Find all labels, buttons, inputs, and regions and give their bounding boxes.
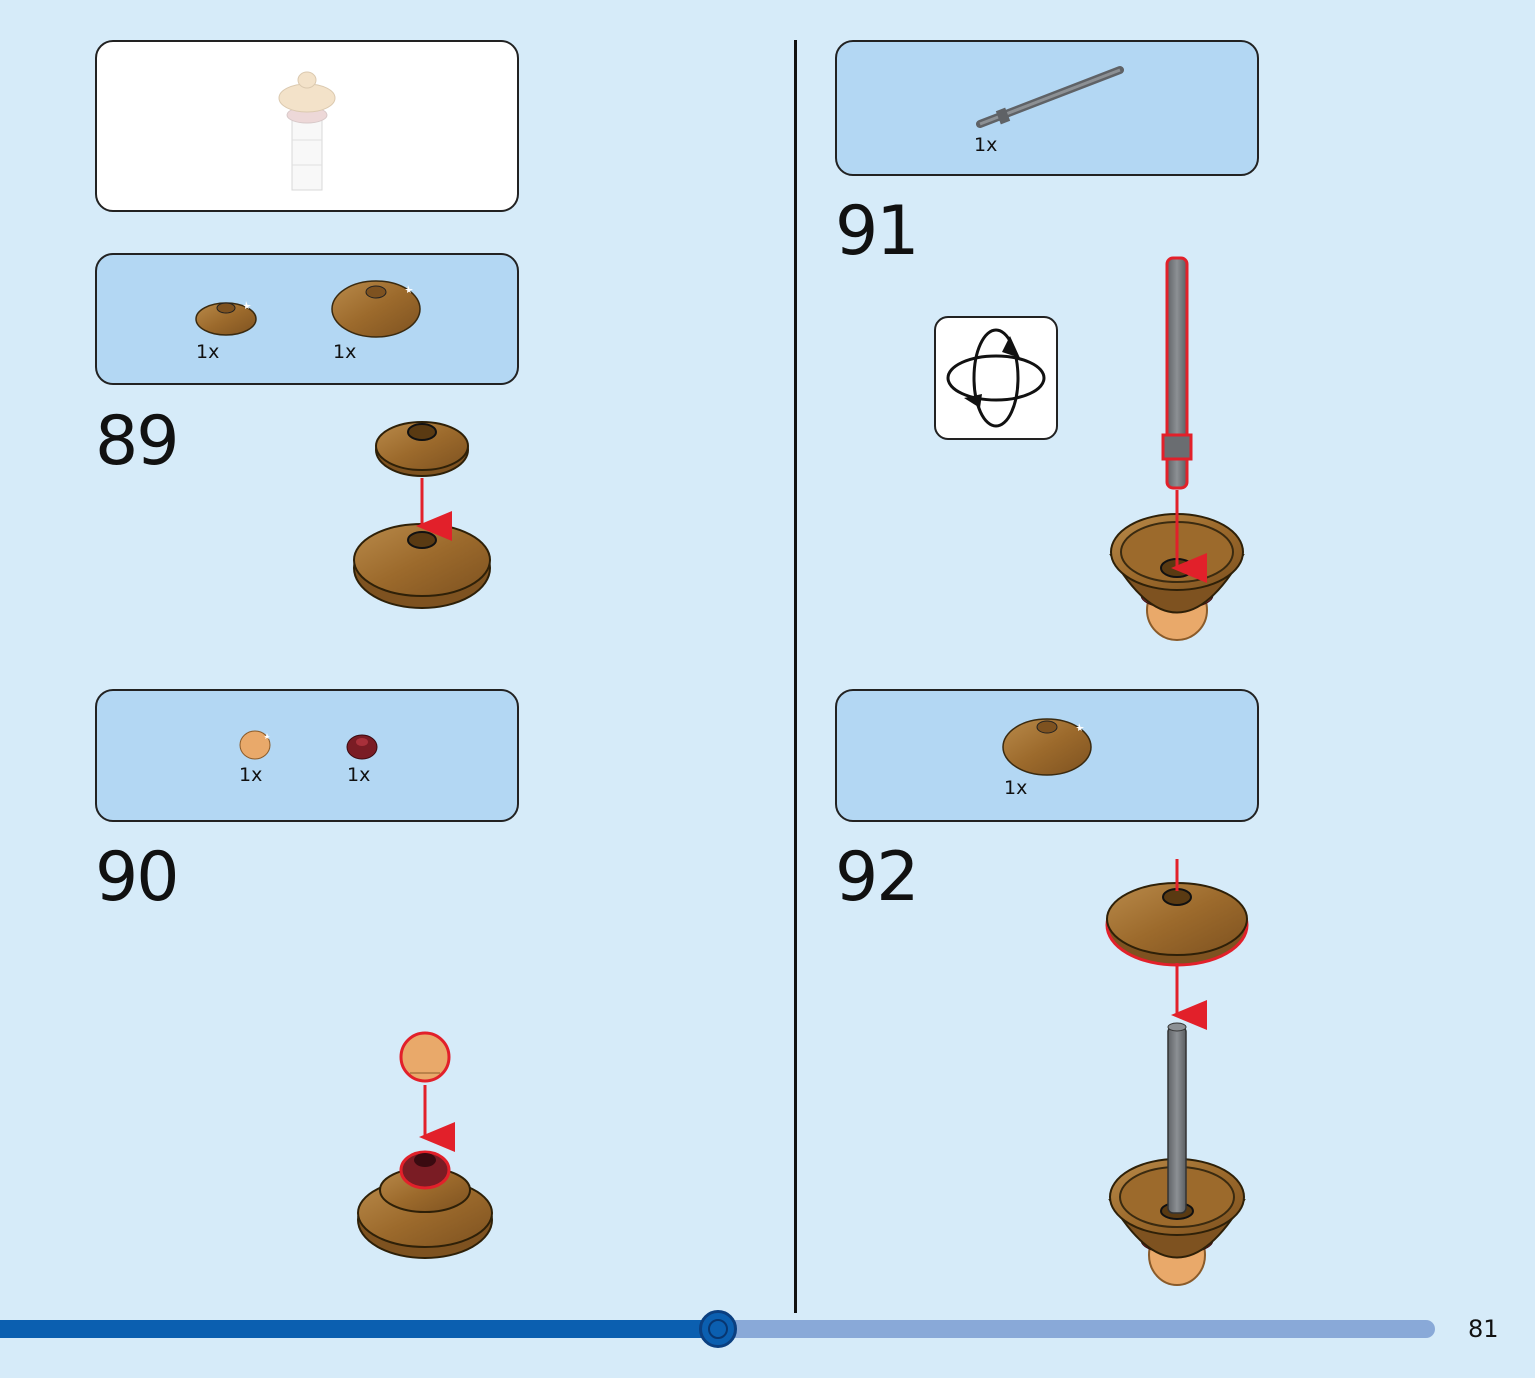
dish-small-part [195, 301, 257, 336]
page-number: 81 [1468, 1315, 1499, 1343]
part-qty: 1x [1004, 777, 1028, 799]
subassembly-preview-box [95, 40, 519, 212]
rotate-model-icon [946, 328, 1046, 428]
part-qty: 1x [196, 341, 220, 363]
dish-large-part [1002, 718, 1092, 776]
step-92-illustration [1105, 859, 1249, 1286]
round-tile-tan-part [239, 730, 271, 760]
parts-list-step-89: 1x 1x [95, 253, 519, 385]
parts-list-step-91: 1x [835, 40, 1259, 176]
part-qty: 1x [347, 764, 371, 786]
step-number-91: 91 [835, 192, 920, 271]
step-89-illustration [353, 421, 491, 609]
part-qty: 1x [239, 764, 263, 786]
subassembly-preview [278, 71, 336, 191]
step-number-89: 89 [95, 402, 180, 481]
column-divider [794, 40, 797, 1313]
bar-part [976, 66, 1124, 128]
progress-fill [0, 1320, 718, 1338]
step-number-92: 92 [835, 838, 920, 917]
step-90-illustration [357, 1031, 493, 1259]
dish-large-part [331, 280, 421, 338]
parts-list-step-92: 1x [835, 689, 1259, 822]
round-plate-darkred-part [346, 734, 378, 760]
part-qty: 1x [974, 134, 998, 156]
step-number-90: 90 [95, 838, 180, 917]
rotate-model-box [934, 316, 1058, 440]
parts-list-step-90: 1x 1x [95, 689, 519, 822]
step-91-illustration [1109, 256, 1245, 641]
progress-indicator [699, 1310, 737, 1348]
part-qty: 1x [333, 341, 357, 363]
